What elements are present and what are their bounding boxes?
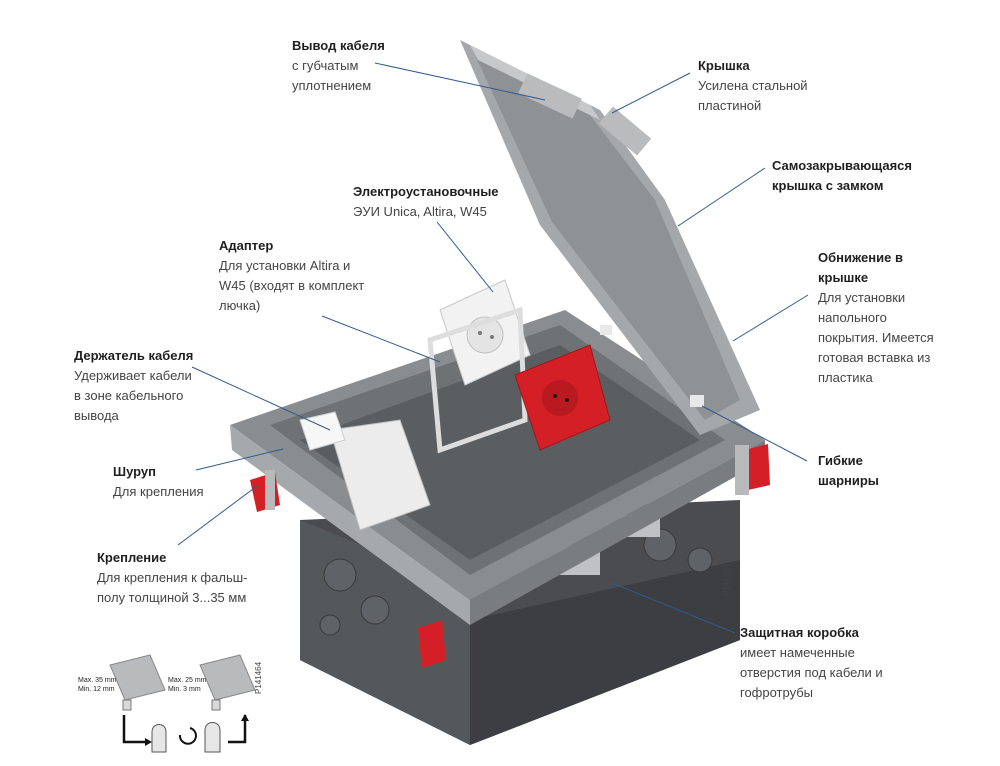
cable-holder-line-2: в зоне кабельного: [74, 388, 184, 403]
inset-left-min: Min. 12 mm: [78, 686, 115, 693]
devices-title: Электроустановочные: [353, 184, 499, 199]
cable-holder-line-3: вывода: [74, 408, 119, 423]
mounting-inset: [109, 654, 256, 753]
leader-cable-holder: [191, 366, 331, 431]
fastening-line-2: полу толщиной 3...35 мм: [97, 590, 247, 605]
fastening-title: Крепление: [97, 550, 167, 565]
leader-adapter: [321, 315, 441, 363]
leader-cable-outlet: [374, 62, 546, 101]
label-fastening: Крепление Для крепления к фальш- полу то…: [97, 548, 247, 608]
lid-line-1: Усилена стальной: [698, 78, 808, 93]
lid-recess-line-2: напольного: [818, 310, 887, 325]
cable-holder-line-1: Удерживает кабели: [74, 368, 192, 383]
label-self-closing-lid: Самозакрывающаяся крышка с замком: [772, 156, 912, 196]
lid-recess-title-2: крышке: [818, 270, 869, 285]
inset-left-max: Max. 35 mm: [78, 677, 117, 684]
leader-devices: [436, 221, 494, 293]
leader-hinges: [701, 405, 808, 462]
leader-screw: [195, 448, 284, 471]
cable-outlet-line-1: с губчатым: [292, 58, 359, 73]
devices-line-1: ЭУИ Unica, Altira, W45: [353, 204, 487, 219]
hinges-title-1: Гибкие: [818, 453, 863, 468]
adapter-title: Адаптер: [219, 238, 274, 253]
label-protective-box: Защитная коробка имеет намеченные отверс…: [740, 623, 883, 703]
rotate-arrow: [178, 727, 197, 745]
hinges-title-2: шарниры: [818, 473, 879, 488]
self-closing-title-1: Самозакрывающаяся: [772, 158, 912, 173]
screw-title: Шуруп: [113, 464, 156, 479]
red-socket: [514, 344, 611, 451]
lid-recess-line-4: готовая вставка из: [818, 350, 931, 365]
label-cable-outlet: Вывод кабеля с губчатым уплотнением: [292, 36, 385, 96]
adapter-frame: [427, 306, 528, 454]
protective-box-title: Защитная коробка: [740, 625, 859, 640]
cable-outlet-line-2: уплотнением: [292, 78, 372, 93]
protective-box-line-2: отверстия под кабели и: [740, 665, 883, 680]
clip-icon: [151, 722, 221, 753]
adapter-line-2: W45 (входят в комплект: [219, 278, 365, 293]
leader-protective-box: [611, 582, 736, 634]
lid-recess-line-3: покрытия. Имеется: [818, 330, 934, 345]
adapter-line-3: лючка): [219, 298, 261, 313]
arrow-right: [228, 715, 247, 744]
label-lid: Крышка Усилена стальной пластиной: [698, 56, 808, 116]
lid-title: Крышка: [698, 58, 750, 73]
screw-line-1: Для крепления: [113, 484, 204, 499]
lid: [460, 40, 760, 435]
lid-recess-line-1: Для установки: [818, 290, 906, 305]
inset-right-max: Max. 25 mm: [168, 677, 207, 684]
leader-fastening: [177, 485, 258, 546]
protective-box-line-3: гофротрубы: [740, 685, 814, 700]
label-lid-recess: Обнижение в крышке Для установки напольн…: [818, 248, 934, 388]
adapter-line-1: Для установки Altira и: [219, 258, 351, 273]
cable-outlet-title: Вывод кабеля: [292, 38, 385, 53]
protective-box-line-1: имеет намеченные: [740, 645, 855, 660]
reference-code-inset: P141464: [254, 661, 263, 694]
lid-recess-line-5: пластика: [818, 370, 873, 385]
cable-holder-title: Держатель кабеля: [74, 348, 194, 363]
label-screw: Шуруп Для крепления: [113, 462, 204, 502]
inset-right-min: Min. 3 mm: [168, 686, 201, 693]
latch-post: [265, 445, 749, 510]
leader-lid: [611, 72, 691, 114]
label-installation-devices: Электроустановочные ЭУИ Unica, Altira, W…: [353, 182, 499, 222]
reference-code-main: P141244: [722, 563, 731, 596]
label-cable-holder: Держатель кабеля Удерживает кабели в зон…: [74, 346, 193, 426]
leader-lid-recess: [732, 294, 809, 342]
label-flexible-hinges: Гибкие шарниры: [818, 451, 879, 491]
leader-self-closing: [677, 167, 766, 227]
lid-recess-title-1: Обнижение в: [818, 250, 903, 265]
self-closing-title-2: крышка с замком: [772, 178, 884, 193]
label-adapter: Адаптер Для установки Altira и W45 (вход…: [219, 236, 364, 316]
lid-line-2: пластиной: [698, 98, 762, 113]
white-socket: [439, 279, 531, 386]
leader-lines: [177, 62, 809, 634]
hinge: [600, 325, 704, 407]
fastening-line-1: Для крепления к фальш-: [97, 570, 248, 585]
arrow-left: [122, 715, 145, 744]
